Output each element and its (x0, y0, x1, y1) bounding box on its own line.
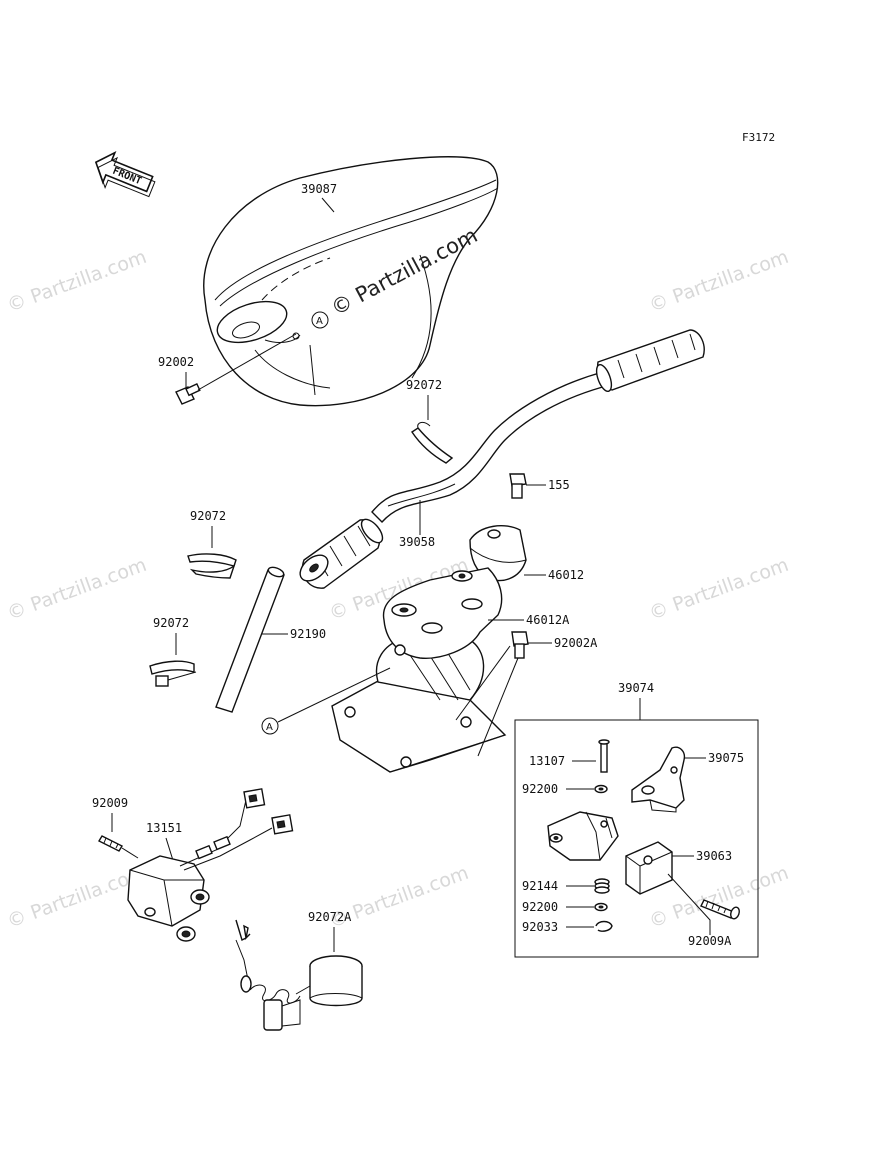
watermark: © Partzilla.com (646, 554, 791, 625)
part-label-13151: 13151 (146, 821, 182, 835)
screw-92009 (98, 835, 139, 859)
washer-92200-b (594, 902, 608, 912)
band-92072-low (149, 660, 197, 687)
leader-39087 (321, 197, 335, 213)
ref-marker-a-lower: A (261, 667, 391, 735)
part-label-92200-a: 92200 (522, 782, 558, 796)
bolt-92002A (455, 631, 529, 757)
cover-39063 (625, 841, 673, 895)
svg-text:A: A (266, 722, 273, 733)
band-92072-mid (187, 553, 237, 579)
front-arrow: FRONT (94, 150, 156, 198)
lanyard-92072A (235, 919, 363, 1031)
clip-92033 (595, 920, 613, 932)
bolt-92002 (175, 333, 297, 405)
cover-39087 (203, 156, 499, 407)
part-label-46012A: 46012A (526, 613, 570, 627)
washer-92200-a (594, 784, 608, 794)
spring-92144 (594, 878, 610, 894)
part-label-92072-low: 92072 (153, 616, 189, 630)
part-label-92072-top: 92072 (406, 378, 442, 392)
figure-code: F3172 (742, 131, 775, 144)
part-label-92144: 92144 (522, 879, 558, 893)
part-label-92072-mid: 92072 (190, 509, 226, 523)
watermark: © Partzilla.com (4, 554, 149, 625)
right-grip (595, 329, 705, 393)
part-label-13107: 13107 (529, 754, 565, 768)
part-label-39075: 39075 (708, 751, 744, 765)
part-label-92009: 92009 (92, 796, 128, 810)
watermark: © Partzilla.com (646, 246, 791, 317)
part-label-92072A: 92072A (308, 910, 352, 924)
clamp-46012 (469, 524, 527, 582)
steering-column-46012A (331, 567, 507, 773)
lever-39075 (631, 746, 686, 813)
leader-92009A (667, 873, 711, 935)
part-label-39087: 39087 (301, 182, 337, 196)
part-label-39058: 39058 (399, 535, 435, 549)
part-label-92002: 92002 (158, 355, 194, 369)
svg-text:A: A (316, 316, 323, 327)
pin-13107 (598, 739, 610, 773)
part-label-155: 155 (548, 478, 570, 492)
screw-92009A (700, 899, 740, 920)
part-label-92002A: 92002A (554, 636, 598, 650)
switch-13151 (127, 788, 294, 942)
part-label-46012: 46012 (548, 568, 584, 582)
tube-92190 (215, 566, 285, 713)
handlebar-39058 (299, 329, 705, 589)
bolt-155 (509, 473, 527, 499)
band-92072-top (411, 421, 454, 464)
watermark: © Partzilla.com (4, 246, 149, 317)
part-label-92033: 92033 (522, 920, 558, 934)
housing-39074 (547, 811, 619, 861)
part-label-39074: 39074 (618, 681, 654, 695)
assembly-box-39074 (514, 719, 759, 958)
part-label-39063: 39063 (696, 849, 732, 863)
part-label-92009A: 92009A (688, 934, 732, 948)
part-label-92200-b: 92200 (522, 900, 558, 914)
ref-marker-a-upper: A (311, 311, 329, 329)
part-label-92190: 92190 (290, 627, 326, 641)
left-grip (299, 518, 384, 589)
